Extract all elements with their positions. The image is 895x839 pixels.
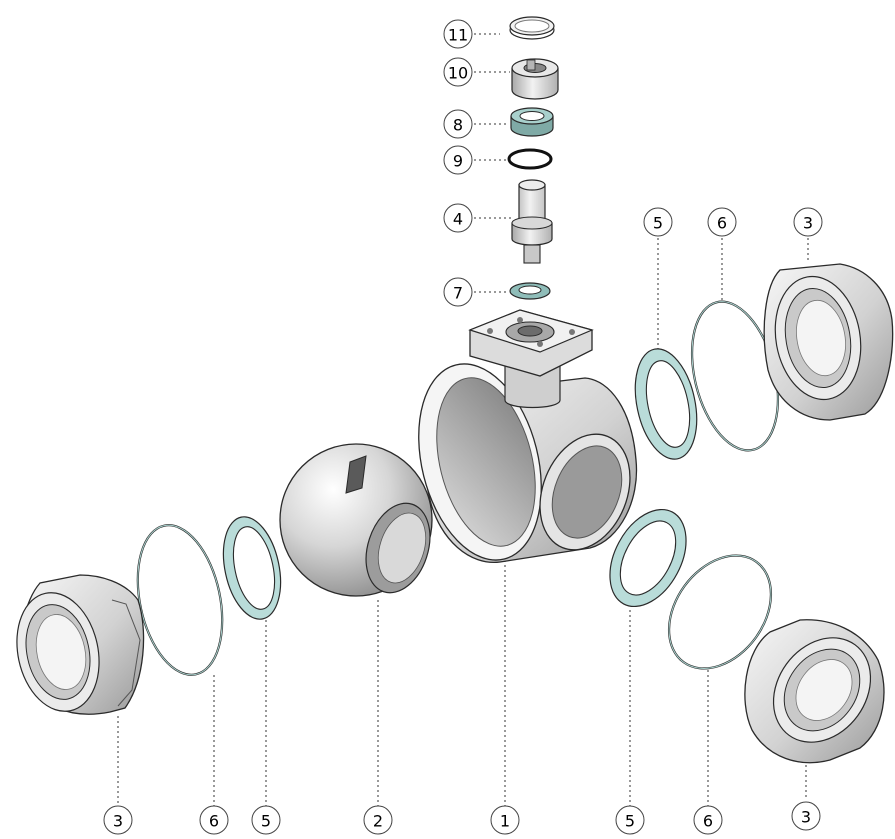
callout-2: 2 [363, 805, 393, 835]
callout-1: 1 [490, 805, 520, 835]
leader-lines [117, 33, 809, 807]
callout-11: 11 [443, 19, 473, 49]
part-8-stem-packing [510, 107, 554, 137]
part-9-stem-o-ring [507, 148, 553, 170]
part-3-end-connector-bottom [744, 619, 885, 764]
part-2-ball [279, 443, 433, 597]
callout-3-bottom-label: 3 [801, 808, 811, 827]
callout-5-bottom-label: 5 [625, 812, 635, 831]
part-5-seat-bottom [609, 508, 687, 608]
callout-5-left: 5 [251, 805, 281, 835]
part-5-seat-top [634, 348, 698, 460]
callout-4: 4 [443, 203, 473, 233]
callout-3-left-label: 3 [113, 812, 123, 831]
callouts: 3 6 5 2 1 5 6 3 5 6 3 11 10 8 9 4 7 [103, 19, 823, 835]
callout-4-label: 4 [453, 210, 463, 229]
callout-1-label: 1 [500, 812, 510, 831]
callout-5-top: 5 [643, 207, 673, 237]
callout-5-top-label: 5 [653, 214, 663, 233]
part-3-end-connector-top [763, 263, 894, 421]
part-11-retaining-ring [509, 16, 555, 40]
callout-6-top: 6 [707, 207, 737, 237]
callout-6-bottom: 6 [693, 805, 723, 835]
callout-7: 7 [443, 277, 473, 307]
callout-6-bottom-label: 6 [703, 812, 713, 831]
part-5-seat-left [222, 516, 282, 620]
part-1-valve-body [418, 309, 638, 564]
callout-5-bottom: 5 [615, 805, 645, 835]
callout-3-top-label: 3 [803, 214, 813, 233]
callout-10: 10 [443, 57, 473, 87]
part-7-thrust-washer [509, 282, 551, 300]
part-4-stem [511, 179, 553, 264]
part-3-end-connector-left [16, 574, 145, 715]
callout-9: 9 [443, 145, 473, 175]
callout-6-left: 6 [199, 805, 229, 835]
callout-5-left-label: 5 [261, 812, 271, 831]
callout-3-left: 3 [103, 805, 133, 835]
callout-10-label: 10 [448, 64, 468, 83]
callout-9-label: 9 [453, 152, 463, 171]
callout-8: 8 [443, 109, 473, 139]
callout-2-label: 2 [373, 812, 383, 831]
callout-3-top: 3 [793, 207, 823, 237]
callout-6-left-label: 6 [209, 812, 219, 831]
callout-7-label: 7 [453, 284, 463, 303]
callout-3-bottom: 3 [791, 801, 821, 831]
callout-8-label: 8 [453, 116, 463, 135]
part-6-o-ring-bottom [667, 554, 773, 670]
callout-6-top-label: 6 [717, 214, 727, 233]
callout-11-label: 11 [448, 26, 468, 45]
part-10-gland-nut [511, 58, 559, 100]
